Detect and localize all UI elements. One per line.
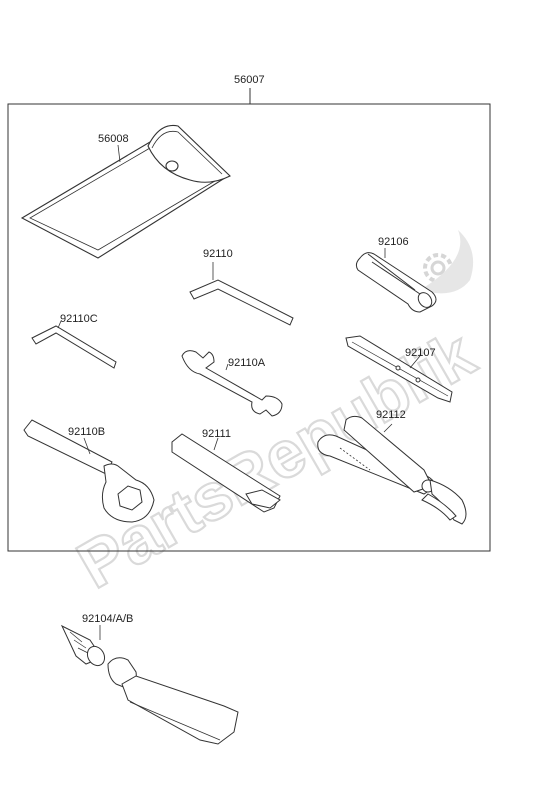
small-hex-key-part — [31, 320, 117, 369]
label-pliers: 92112 — [376, 409, 406, 421]
label-spark-tool: 92106 — [378, 236, 409, 248]
handle-bar-part — [171, 433, 281, 513]
pliers-part — [317, 415, 467, 525]
l-hex-wrench-part — [189, 262, 294, 326]
spark-tool-part — [355, 248, 437, 313]
open-wrench-part — [181, 350, 283, 417]
box-wrench-part — [23, 419, 155, 523]
kit-frame — [7, 103, 491, 552]
label-box-wrench: 92110B — [68, 426, 106, 438]
label-pouch: 56008 — [98, 133, 129, 145]
label-handle-bar: 92111 — [202, 428, 231, 440]
label-open-wrench: 92110A — [228, 357, 266, 369]
label-screwdriver: 92107 — [405, 347, 436, 359]
screwdriver-part — [345, 335, 453, 403]
label-kit: 56007 — [234, 74, 265, 86]
label-repair-set: 92104/A/B — [82, 613, 134, 625]
watermark-swoosh — [420, 230, 474, 294]
pouch-part — [20, 124, 231, 259]
label-l-hex-wrench: 92110 — [203, 248, 233, 260]
label-small-hex-key: 92110C — [60, 313, 98, 325]
repair-set-part — [60, 624, 239, 745]
